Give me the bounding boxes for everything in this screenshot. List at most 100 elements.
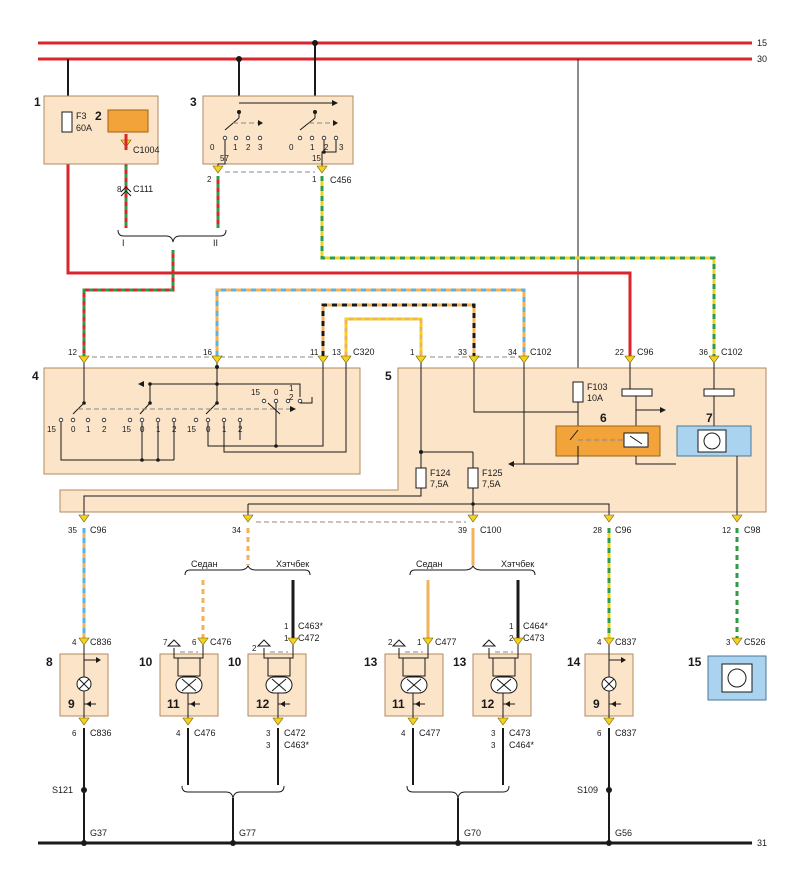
comp-2-number: 2	[95, 109, 102, 123]
switch3-pos-a-1: 1	[233, 143, 238, 152]
conn-c96b-label: C96	[90, 525, 107, 535]
switch4-pos-2: 1	[86, 425, 91, 434]
roman-1-label: I	[122, 238, 125, 248]
comp-13a-number: 13	[364, 655, 378, 669]
conn-c837a-label: C837	[615, 637, 637, 647]
pin-1c-label: 1	[417, 638, 422, 647]
component-13a-lamp: 13 2 1 C477 11 4 C477	[364, 637, 457, 738]
switch3-pos-a-0: 0	[210, 143, 215, 152]
conn-c320-label: C320	[353, 347, 375, 357]
conn-c477b-label: C477	[419, 728, 441, 738]
fuse-f3-label: F3	[76, 111, 87, 121]
hatch-label-2: Хэтчбек	[501, 559, 534, 569]
switch3-pos-b-3: 3	[339, 143, 344, 152]
conn-c473b-label: C473	[509, 728, 531, 738]
pin-35-label: 35	[68, 526, 77, 535]
comp-15-number: 15	[688, 655, 702, 669]
pin-1f-label: 1	[509, 622, 514, 631]
pin-3e-label: 3	[726, 638, 731, 647]
pin-1d-label: 1	[284, 622, 289, 631]
pin-33-label: 33	[458, 348, 467, 357]
comp-6-number: 6	[600, 411, 607, 425]
hatch-label-1: Хэтчбек	[276, 559, 309, 569]
pin-1-label: 1	[312, 175, 317, 184]
splice-s109-label: S109	[577, 785, 598, 795]
switch4-top-15: 15	[251, 388, 260, 397]
pin-22-label: 22	[615, 348, 624, 357]
conn-c476a-label: C476	[210, 637, 232, 647]
grounds: S121 S109 G37 G77 G70 G56	[52, 785, 632, 846]
conn-c464a-label: C464*	[523, 621, 549, 631]
pin-12b-label: 12	[722, 526, 731, 535]
pin-4d-label: 4	[597, 638, 602, 647]
pin-2-label: 2	[207, 175, 212, 184]
conn-c463b-label: C463*	[284, 740, 310, 750]
ground-g37-label: G37	[90, 828, 107, 838]
fuse-f125-icon	[467, 467, 479, 489]
comp-8-number: 8	[46, 655, 53, 669]
conn-c464b-label: C464*	[509, 740, 535, 750]
switch3-pos-a-2: 2	[246, 143, 251, 152]
conn-c98-label: C98	[744, 525, 761, 535]
component-13b-lamp: 13 1 C464* 2 C473 12 3 C473 3 C464*	[453, 621, 549, 750]
conn-c526-label: C526	[744, 637, 766, 647]
pin-4a-label: 4	[72, 638, 77, 647]
component-2-module	[107, 109, 149, 133]
pin-13-label: 13	[332, 348, 341, 357]
comp-9a-number: 9	[68, 697, 75, 711]
upper-connector-row: 12 16 11 13 C320 1 33 34 C102 22 C96 36 …	[68, 347, 743, 364]
comp-9b-number: 9	[593, 697, 600, 711]
fuse-f124-icon	[415, 467, 427, 489]
pin-8-label: 8	[117, 185, 122, 194]
ground-g70-label: G70	[464, 828, 481, 838]
variant-labels: Седан Хэтчбек Седан Хэтчбек	[191, 559, 534, 569]
pin-2b-label: 2	[252, 644, 257, 653]
comp-13b-number: 13	[453, 655, 467, 669]
conn-c472a-label: C472	[298, 633, 320, 643]
pin-2a-label: 2	[388, 638, 393, 647]
switch3-pin-15: 15	[312, 154, 321, 163]
splice-s121-label: S121	[52, 785, 73, 795]
comp-12b-number: 12	[481, 697, 495, 711]
component-3-switch: 3 0 1 2 3 0 1 2 3 57 15	[190, 40, 354, 185]
conn-c111-label: C111	[133, 184, 153, 194]
sedan-label-2: Седан	[416, 559, 443, 569]
conn-c463a-label: C463*	[298, 621, 324, 631]
switch3-pos-b-1: 1	[310, 143, 315, 152]
switch4-top-1: 1	[289, 384, 294, 393]
pin-6a-label: 6	[72, 729, 77, 738]
pin-39-label: 39	[458, 526, 467, 535]
comp-11b-number: 11	[392, 697, 405, 711]
component-4-light-switch: 4 15 0 1 2 15	[32, 363, 361, 475]
switch4-pos-0: 15	[47, 425, 56, 434]
pin-4c-label: 4	[401, 729, 406, 738]
fuse-f103-rating: 10A	[587, 393, 603, 403]
fuse-f3-icon	[61, 111, 73, 133]
conn-c100-label: C100	[480, 525, 502, 535]
fuse-f103-label: F103	[587, 382, 608, 392]
wires	[66, 43, 739, 843]
conn-c456-label: C456	[330, 175, 352, 185]
comp-7-number: 7	[706, 411, 713, 425]
conn-c96c-label: C96	[615, 525, 632, 535]
switch4-pos-4: 15	[122, 425, 131, 434]
switch3-pos-a-3: 3	[258, 143, 263, 152]
pin-28-label: 28	[593, 526, 602, 535]
conn-c96a-label: C96	[637, 347, 654, 357]
conn-c837b-label: C837	[615, 728, 637, 738]
rail-15-label: 15	[757, 38, 767, 48]
connector-c111-icon	[120, 186, 132, 197]
conn-c836b-label: C836	[90, 728, 112, 738]
component-5-relay-box: 5 F103 10A 6 7 F124 7	[59, 363, 767, 522]
component-10b-lamp: 10 1 C463* 1 C472 2 12 3 C472 3 C463*	[228, 621, 324, 750]
pin-11-label: 11	[310, 348, 319, 357]
fuse-f103-icon	[572, 381, 584, 403]
pin-1e-label: 1	[284, 634, 289, 643]
power-rails: 15 30 31	[38, 38, 767, 848]
pin-36-label: 36	[699, 348, 708, 357]
component-1-fuse-box: 1 F3 60A 2 C1004 8 C111 I II	[34, 95, 218, 248]
pin-3d-label: 3	[491, 741, 496, 750]
rail-30-label: 30	[757, 54, 767, 64]
